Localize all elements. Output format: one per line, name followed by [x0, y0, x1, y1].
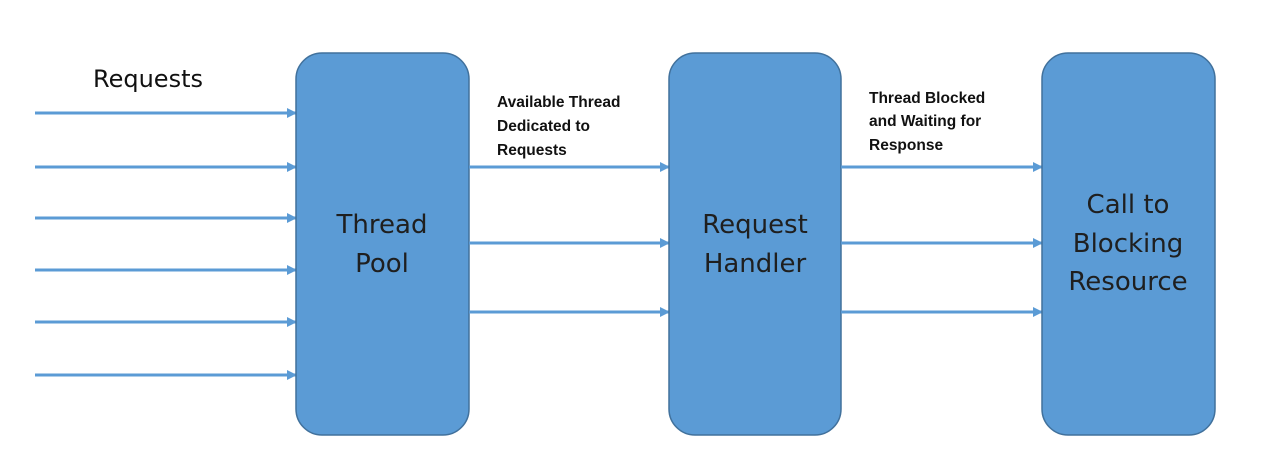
pool-to-handler-arrows: [469, 162, 670, 317]
thread-blocked-label-line-3: Response: [869, 137, 943, 154]
blocking-resource-label-line-1: Call to: [1087, 190, 1170, 220]
blocking-resource-box: Call to Blocking Resource: [1041, 52, 1216, 436]
thread-blocked-label-line-2: and Waiting for: [869, 113, 981, 130]
requests-label: Requests: [93, 65, 203, 93]
request-handler-box: Request Handler: [668, 52, 842, 436]
thread-pool-label-line-1: Thread: [336, 210, 428, 240]
blocking-resource-label-line-2: Blocking: [1073, 229, 1184, 259]
thread-blocked-label: Thread Blocked and Waiting for Response: [869, 90, 985, 154]
available-thread-label-line-3: Requests: [497, 142, 567, 159]
incoming-request-arrows: [35, 108, 297, 380]
blocking-resource-label-line-3: Resource: [1068, 267, 1187, 297]
available-thread-label-line-1: Available Thread: [497, 94, 620, 111]
handler-to-resource-arrows: [841, 162, 1043, 317]
available-thread-label: Available Thread Dedicated to Requests: [497, 94, 620, 159]
request-handler-label-line-1: Request: [702, 210, 808, 240]
available-thread-label-line-2: Dedicated to: [497, 118, 590, 135]
request-handler-label-line-2: Handler: [704, 249, 807, 279]
thread-blocked-label-line-1: Thread Blocked: [869, 90, 985, 107]
thread-pool-box: Thread Pool: [295, 52, 470, 436]
thread-pool-label-line-2: Pool: [355, 249, 409, 279]
